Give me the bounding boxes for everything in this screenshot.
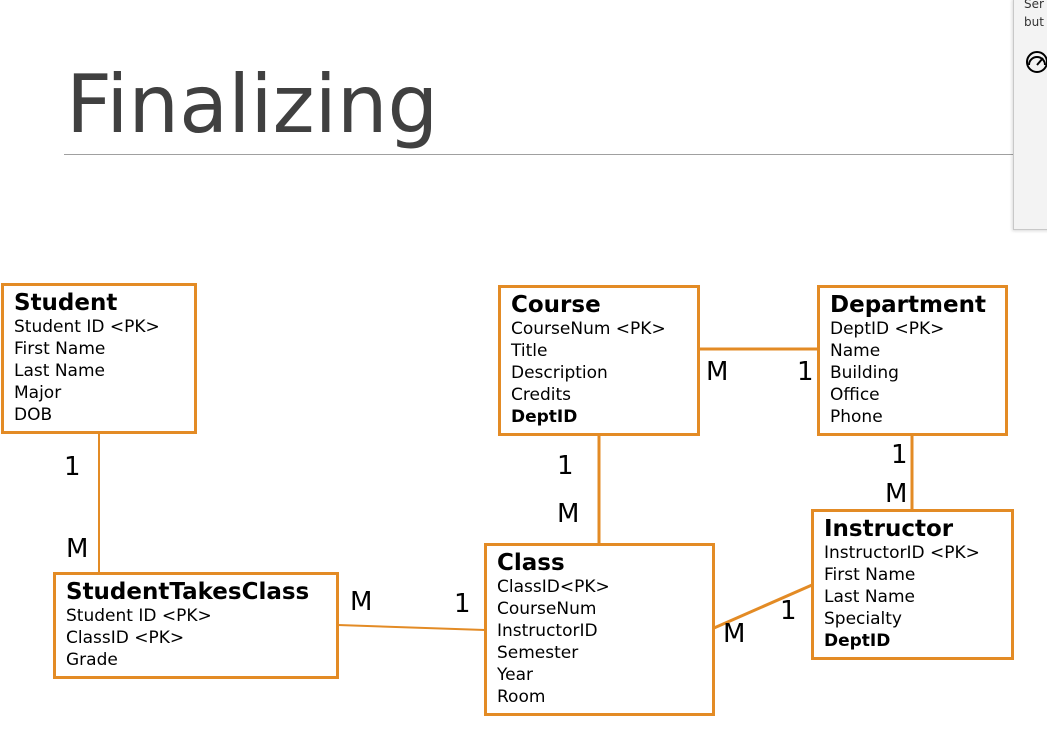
entity-attribute: Last Name bbox=[824, 587, 915, 607]
cardinality-stc-class-from: M bbox=[350, 587, 373, 617]
cardinality-student-stc-from: 1 bbox=[64, 452, 81, 482]
entity-attribute: Credits bbox=[511, 385, 571, 405]
entity-name: Student bbox=[14, 290, 118, 316]
entity-student-takes-class: StudentTakesClass Student ID <PK> ClassI… bbox=[53, 572, 339, 679]
entity-name: Department bbox=[830, 292, 986, 318]
slide-title: Finalizing bbox=[66, 58, 439, 151]
entity-attribute: Description bbox=[511, 363, 608, 383]
entity-name: Course bbox=[511, 292, 601, 318]
entity-attribute: Semester bbox=[497, 643, 579, 663]
entity-attribute: DeptID <PK> bbox=[830, 319, 945, 339]
entity-instructor: Instructor InstructorID <PK> First Name … bbox=[811, 509, 1014, 660]
entity-attribute: First Name bbox=[14, 339, 106, 359]
cardinality-course-class-from: 1 bbox=[557, 451, 574, 481]
entity-attribute: Phone bbox=[830, 407, 883, 427]
entity-student: Student Student ID <PK> First Name Last … bbox=[1, 283, 197, 434]
cardinality-course-department-from: M bbox=[706, 357, 729, 387]
entity-name: Instructor bbox=[824, 516, 954, 542]
cardinality-student-stc-to: M bbox=[66, 534, 89, 564]
entity-foreign-key: DeptID bbox=[824, 631, 891, 651]
cardinality-stc-class-to: 1 bbox=[454, 589, 471, 619]
entity-course: Course CourseNum <PK> Title Description … bbox=[498, 285, 700, 436]
side-panel-text: Ser but bbox=[1024, 0, 1044, 29]
cardinality-instructor-class-to: M bbox=[723, 619, 746, 649]
entity-attribute: InstructorID <PK> bbox=[824, 543, 980, 563]
entity-attribute: Major bbox=[14, 383, 62, 403]
entity-attribute: Last Name bbox=[14, 361, 105, 381]
entity-attribute: Student ID <PK> bbox=[66, 606, 212, 626]
entity-attribute: ClassID <PK> bbox=[66, 628, 185, 648]
cardinality-department-instructor-from: 1 bbox=[891, 440, 908, 470]
entity-attribute: InstructorID bbox=[497, 621, 598, 641]
line-stc-class bbox=[337, 624, 486, 631]
cardinality-course-class-to: M bbox=[557, 499, 580, 529]
entity-attribute: ClassID<PK> bbox=[497, 577, 610, 597]
entity-attribute: CourseNum bbox=[497, 599, 597, 619]
side-panel[interactable]: Ser but bbox=[1013, 0, 1047, 230]
line-instructor-class bbox=[713, 583, 813, 630]
cardinality-department-instructor-to: M bbox=[885, 479, 908, 509]
entity-attribute: CourseNum <PK> bbox=[511, 319, 666, 339]
entity-foreign-key: DeptID bbox=[511, 407, 578, 427]
cardinality-course-department-to: 1 bbox=[797, 357, 814, 387]
entity-name: StudentTakesClass bbox=[66, 579, 310, 605]
entity-attribute: Year bbox=[497, 665, 533, 685]
entity-attribute: Grade bbox=[66, 650, 118, 670]
entity-name: Class bbox=[497, 550, 565, 576]
entity-attribute: Title bbox=[511, 341, 548, 361]
entity-attribute: Room bbox=[497, 687, 546, 707]
entity-attribute: Specialty bbox=[824, 609, 902, 629]
gauge-icon[interactable] bbox=[1024, 49, 1047, 75]
entity-attribute: Name bbox=[830, 341, 881, 361]
entity-class: Class ClassID<PK> CourseNum InstructorID… bbox=[484, 543, 715, 716]
entity-attribute: DOB bbox=[14, 405, 53, 425]
entity-attribute: Student ID <PK> bbox=[14, 317, 160, 337]
entity-department: Department DeptID <PK> Name Building Off… bbox=[817, 285, 1008, 436]
title-divider bbox=[64, 154, 1014, 155]
entity-attribute: First Name bbox=[824, 565, 916, 585]
entity-attribute: Office bbox=[830, 385, 880, 405]
cardinality-instructor-class-from: 1 bbox=[780, 596, 797, 626]
entity-attribute: Building bbox=[830, 363, 899, 383]
